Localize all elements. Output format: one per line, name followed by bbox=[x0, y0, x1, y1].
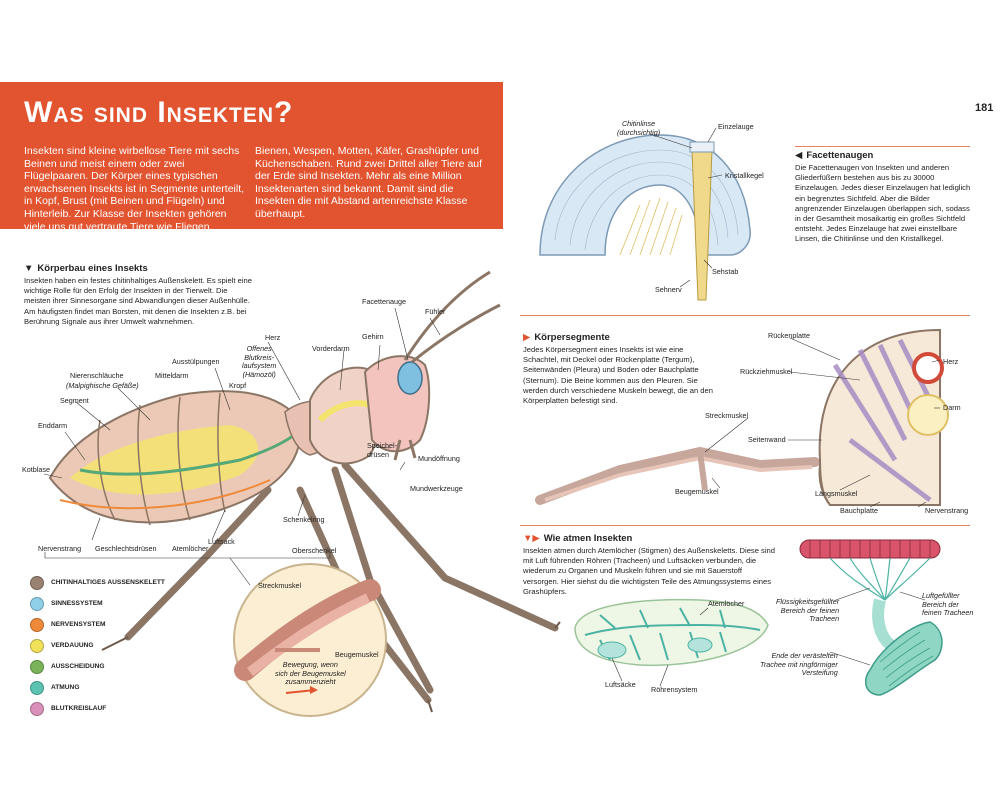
legend-label: Atmung bbox=[51, 683, 80, 691]
label-ausstuelpungen: Ausstülpungen bbox=[172, 357, 220, 366]
legend-label: Verdauung bbox=[51, 641, 94, 649]
triangle-right-icon: ▶ bbox=[523, 332, 531, 343]
label-bauchplatte: Bauchplatte bbox=[840, 506, 878, 515]
label-beugemuskel: Beugemuskel bbox=[675, 487, 719, 496]
legend-label: Blutkreislauf bbox=[51, 704, 107, 712]
insect-illustration bbox=[48, 270, 561, 713]
section-title-atmen: ▼▶Wie atmen Insekten bbox=[523, 533, 633, 544]
trachea-illustration bbox=[799, 539, 943, 696]
label-gehirn: Gehirn bbox=[362, 332, 384, 341]
label-oberschenkel: Oberschenkel bbox=[292, 546, 337, 555]
label-ende-trachee: Ende der verästelten Trachee mit ringför… bbox=[760, 651, 838, 678]
label-speicheldruesen: Speichel- drüsen bbox=[367, 441, 397, 459]
legend-label: Nervensystem bbox=[51, 620, 106, 628]
label-nierenschlaeuche: Nierenschläuche bbox=[70, 371, 124, 380]
label-geschlechtsdruesen: Geschlechtsdrüsen bbox=[95, 544, 157, 553]
legend-swatch-icon bbox=[30, 659, 44, 674]
legend-swatch-icon bbox=[30, 617, 44, 632]
intro-text-right: Bienen, Wespen, Motten, Käfer, Grashüpfe… bbox=[255, 145, 483, 220]
label-nervenstrang: Nervenstrang bbox=[38, 544, 82, 553]
label-luftsack: Luftsack bbox=[208, 537, 235, 546]
muscle-detail-circle bbox=[233, 563, 387, 717]
label-sehnerv: Sehnerv bbox=[655, 285, 682, 294]
label-streckmuskel-detail: Streckmuskel bbox=[258, 581, 302, 590]
label-enddarm: Enddarm bbox=[38, 421, 68, 430]
label-fluessigkeitsgefuellt: Flüssigkeitsgefüllter Bereich der feinen… bbox=[776, 597, 840, 624]
label-segment: Segment bbox=[60, 396, 89, 405]
legend-item: Chitinhaltiges Aussenskelett bbox=[30, 572, 165, 593]
page-title: Was sind Insekten? bbox=[24, 96, 294, 129]
label-atemloecher: Atemlöcher bbox=[172, 544, 209, 553]
legend-swatch-icon bbox=[30, 638, 44, 653]
label-herz-segment: Herz bbox=[943, 357, 959, 366]
divider-facetten bbox=[795, 146, 970, 147]
triangle-down-icon: ▼ bbox=[24, 263, 34, 274]
label-facettenauge: Facettenauge bbox=[362, 297, 406, 306]
legend-item: Blutkreislauf bbox=[30, 698, 165, 719]
label-laengsmuskel: Längsmuskel bbox=[815, 489, 858, 498]
label-roehrensystem: Röhrensystem bbox=[651, 685, 698, 694]
label-mitteldarm: Mitteldarm bbox=[155, 371, 189, 380]
section-text-koerpersegmente: Jedes Körpersegment eines Insekts ist wi… bbox=[523, 345, 713, 406]
triangle-left-icon: ◀ bbox=[795, 150, 803, 161]
legend-item: Sinnessystem bbox=[30, 593, 165, 614]
label-kropf: Kropf bbox=[229, 381, 247, 390]
section-text-koerperbau: Insekten haben ein festes chitinhaltiges… bbox=[24, 276, 252, 326]
legend-item: Ausscheidung bbox=[30, 656, 165, 677]
label-nervenstrang-segment: Nervenstrang bbox=[925, 506, 969, 515]
legend-item: Nervensystem bbox=[30, 614, 165, 635]
label-fuehler: Fühler bbox=[425, 307, 446, 316]
divider-atmen bbox=[520, 525, 970, 526]
section-text-facettenaugen: Die Facettenaugen von Insekten und ander… bbox=[795, 163, 971, 244]
label-seitenwand: Seitenwand bbox=[748, 435, 786, 444]
title-banner bbox=[0, 82, 503, 229]
label-chitinlinse: Chitinlinse (durchsichtig) bbox=[617, 119, 661, 137]
label-vorderdarm: Vorderdarm bbox=[312, 344, 350, 353]
label-offenes-blutkreislaufsystem: Offenes Blutkreis- laufsystem (Hämozöl) bbox=[242, 344, 277, 379]
label-kotblase: Kotblase bbox=[22, 465, 50, 474]
label-sehstab: Sehstab bbox=[712, 267, 739, 276]
legend-label: Ausscheidung bbox=[51, 662, 105, 670]
label-beugemuskel-detail: Beugemuskel bbox=[335, 650, 379, 659]
legend-label: Chitinhaltiges Aussenskelett bbox=[51, 578, 165, 586]
page-number: 181 bbox=[975, 102, 994, 114]
compound-eye-illustration bbox=[539, 134, 751, 301]
label-luftsaecke: Luftsäcke bbox=[605, 680, 636, 689]
intro-text-left: Insekten sind kleine wirbellose Tiere mi… bbox=[24, 145, 245, 233]
divider-segmente bbox=[520, 315, 970, 316]
label-malpighische-gefaesse: (Malpighische Gefäße) bbox=[66, 381, 139, 390]
section-title-facettenaugen: ◀Facettenaugen bbox=[795, 150, 874, 161]
section-title-koerpersegmente: ▶Körpersegmente bbox=[523, 332, 610, 343]
label-rueckenplatte: Rückenplatte bbox=[768, 331, 810, 340]
label-rueckziehmuskel: Rückziehmuskel bbox=[740, 367, 793, 376]
label-mundwerkzeuge: Mundwerkzeuge bbox=[410, 484, 463, 493]
breathing-illustration bbox=[574, 598, 769, 667]
label-einzelauge: Einzelauge bbox=[718, 122, 754, 131]
section-text-atmen: Insekten atmen durch Atemlöcher (Stigmen… bbox=[523, 546, 775, 596]
legend-swatch-icon bbox=[30, 575, 44, 590]
label-mundoeffnung: Mundöffnung bbox=[418, 454, 460, 463]
legend-swatch-icon bbox=[30, 596, 44, 611]
legend-item: Atmung bbox=[30, 677, 165, 698]
legend-label: Sinnessystem bbox=[51, 599, 103, 607]
label-darm: Darm bbox=[943, 403, 961, 412]
legend-swatch-icon bbox=[30, 680, 44, 695]
triangle-down-right-icon: ▼▶ bbox=[523, 533, 540, 544]
label-herz: Herz bbox=[265, 333, 281, 342]
legend-swatch-icon bbox=[30, 701, 44, 716]
legend-item: Verdauung bbox=[30, 635, 165, 656]
label-luftgefuellt: Luftgefüllter Bereich der feinen Trachee… bbox=[922, 591, 974, 618]
label-bewegung: Bewegung, wenn sich der Beugemuskel zusa… bbox=[275, 660, 346, 687]
section-title-koerperbau: ▼Körperbau eines Insekts bbox=[24, 263, 148, 274]
label-schenkelring: Schenkelring bbox=[283, 515, 325, 524]
label-atemloecher-atmung: Atemlöcher bbox=[708, 599, 745, 608]
label-streckmuskel: Streckmuskel bbox=[705, 411, 749, 420]
color-legend: Chitinhaltiges AussenskelettSinnessystem… bbox=[30, 572, 165, 719]
label-kristallkegel: Kristallkegel bbox=[725, 171, 764, 180]
